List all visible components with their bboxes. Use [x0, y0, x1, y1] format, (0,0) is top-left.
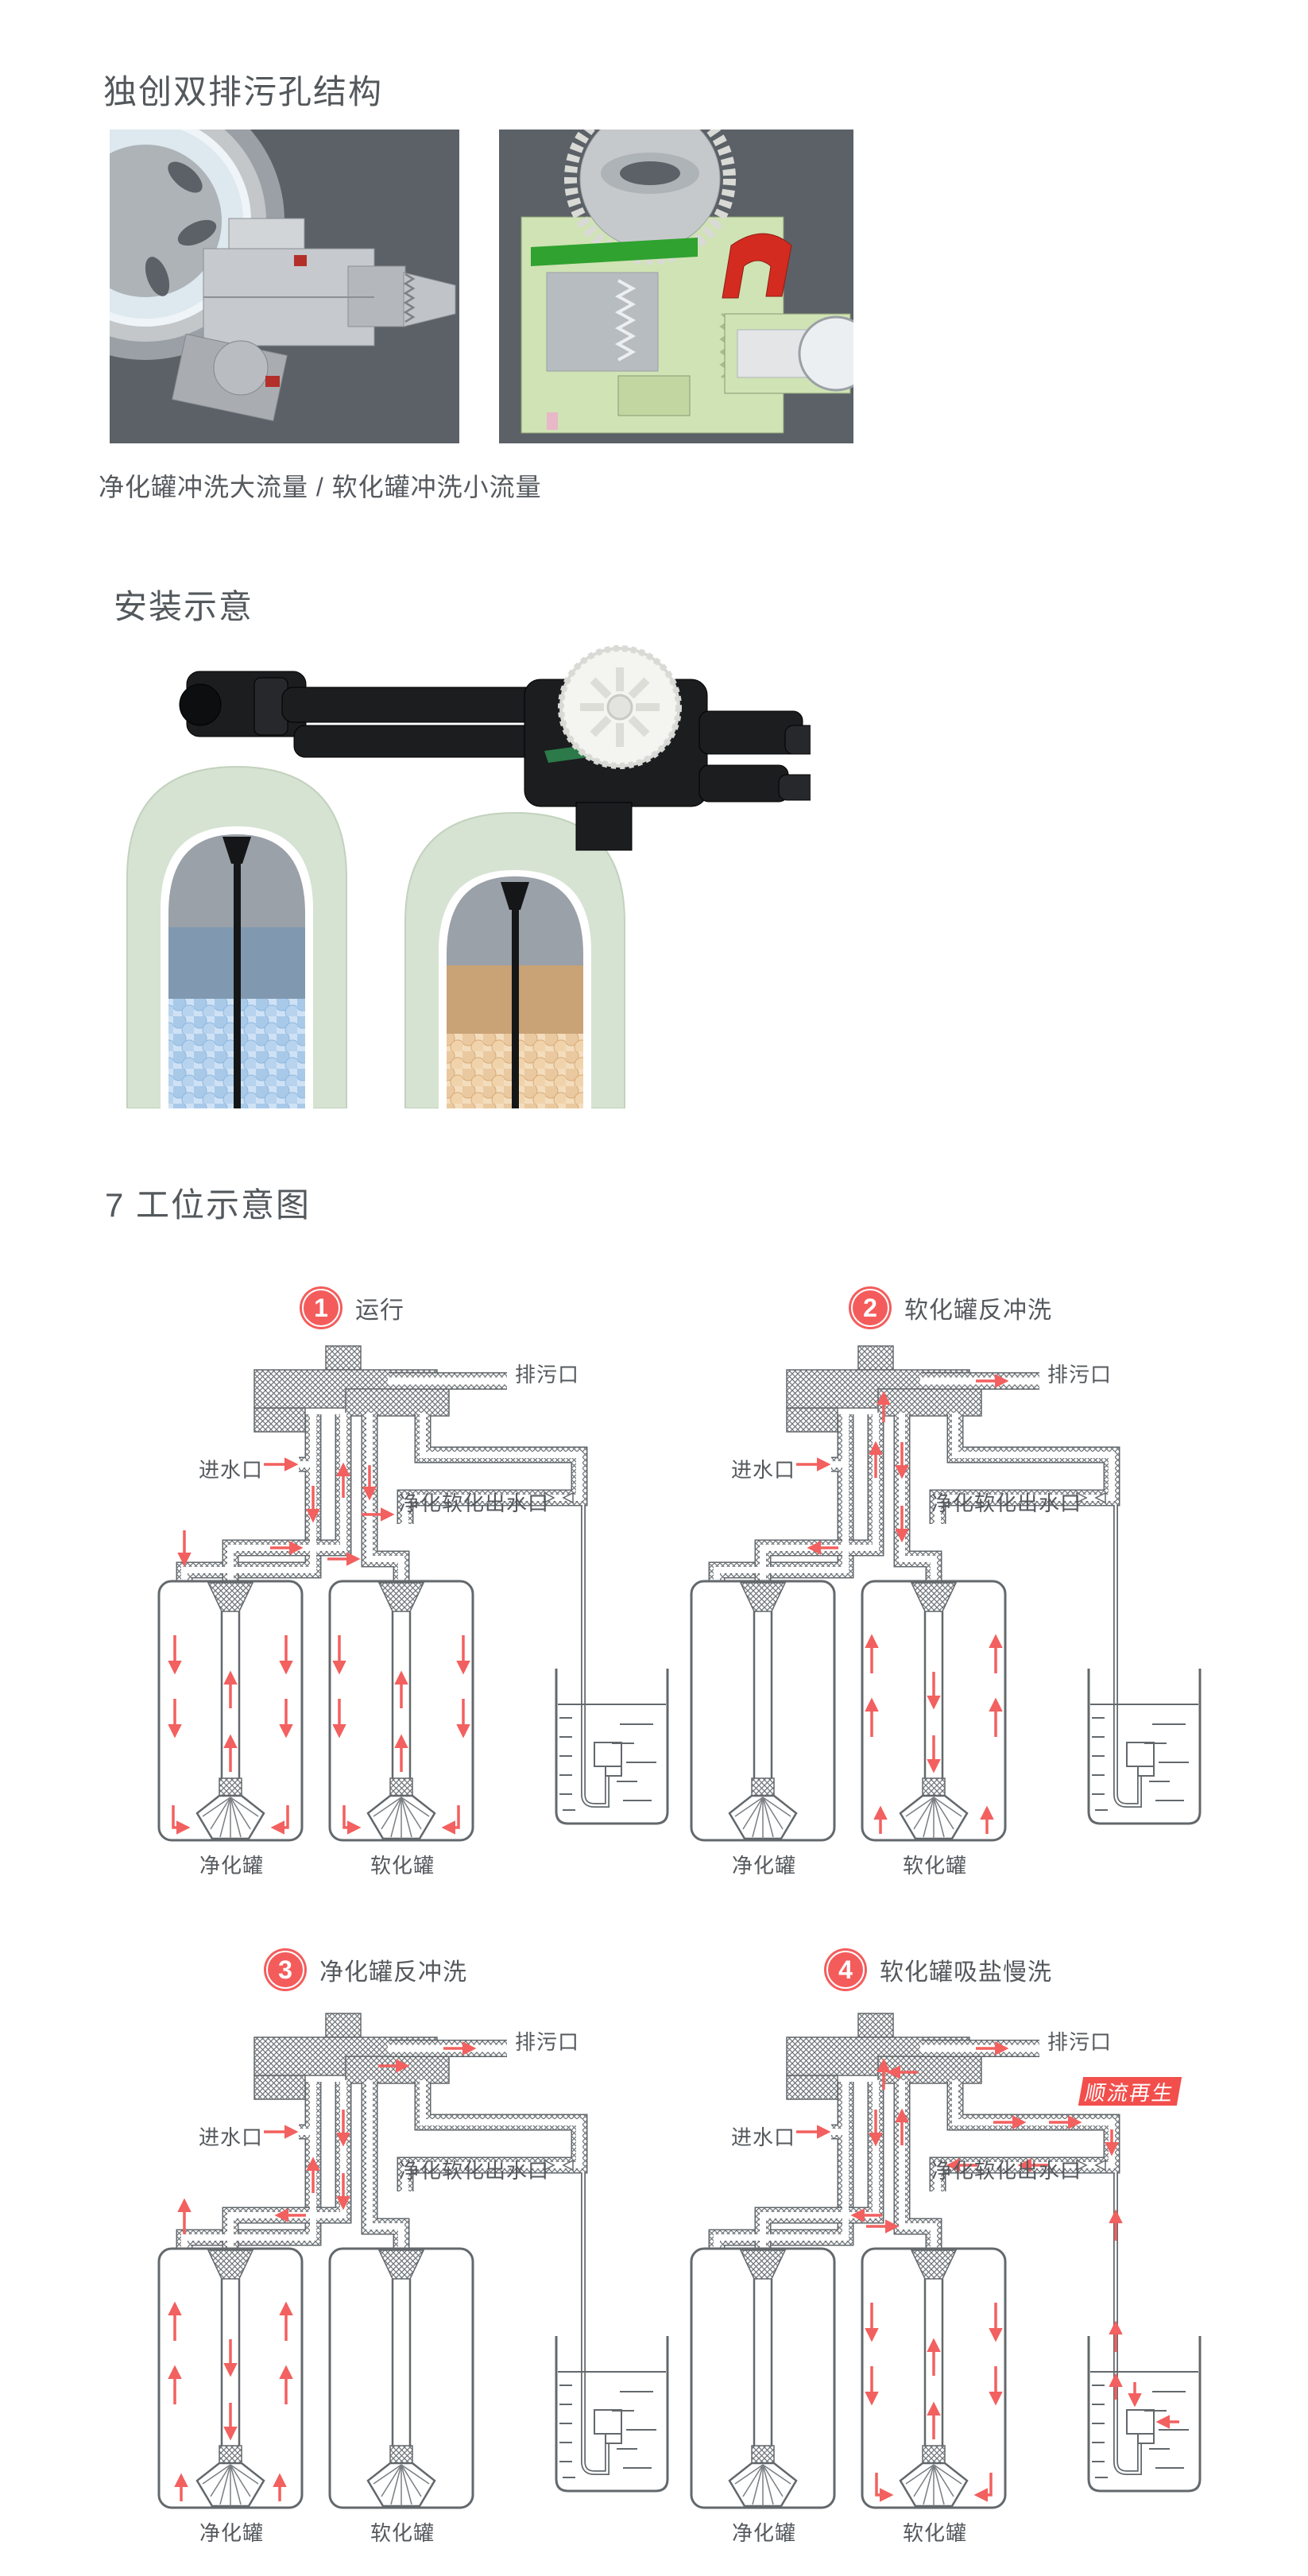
feature-caption: 净化罐冲洗大流量 / 软化罐冲洗小流量	[99, 473, 542, 501]
soften-tank-label: 软化罐	[370, 1854, 435, 1878]
outlet-port-label: 净化软化出水口	[931, 1491, 1082, 1515]
soften-tank-label: 软化罐	[903, 2521, 968, 2545]
diagram2-header: 2 软化罐反冲洗	[849, 1286, 1052, 1330]
diagram1-title: 运行	[355, 1298, 404, 1324]
diagram1-schematic: 排污口 进水口 净化软化出水口 净化罐 软化罐	[143, 1335, 715, 1891]
purify-tank-label: 净化罐	[732, 1854, 797, 1878]
inlet-port-label: 进水口	[199, 1458, 264, 1482]
inlet-port-label: 进水口	[731, 1458, 796, 1482]
diagram1-header: 1 运行	[300, 1286, 404, 1330]
purify-tank-label: 净化罐	[199, 1854, 265, 1878]
valve-cutaway-gray-render	[110, 130, 459, 443]
diagram2-number-badge: 2	[849, 1286, 892, 1329]
soften-tank-label: 软化罐	[370, 2521, 435, 2545]
diagram4-number-badge: 4	[824, 1948, 867, 1991]
inlet-port-label: 进水口	[199, 2125, 264, 2149]
valve-cutaway-green-render	[499, 130, 853, 443]
stations-section-title: 7 工位示意图	[105, 1186, 312, 1224]
diagram3-schematic: 排污口 进水口 净化软化出水口 净化罐 软化罐	[143, 2002, 715, 2559]
diagram2-title: 软化罐反冲洗	[904, 1298, 1052, 1324]
inlet-port-label: 进水口	[731, 2125, 796, 2149]
outlet-port-label: 净化软化出水口	[931, 2159, 1082, 2183]
outlet-port-label: 净化软化出水口	[399, 1491, 550, 1515]
purify-tank-label: 净化罐	[732, 2521, 797, 2545]
diagram3-title: 净化罐反冲洗	[319, 1959, 467, 1986]
twin-tank-installation-render	[111, 632, 811, 1108]
diagram2-schematic: 排污口 进水口 净化软化出水口 净化罐 软化罐	[675, 1335, 1248, 1891]
diagram3-number-badge: 3	[264, 1948, 307, 1991]
diagram4-title: 软化罐吸盐慢洗	[880, 1959, 1052, 1986]
diagram3-header: 3 净化罐反冲洗	[264, 1947, 467, 1992]
outlet-port-label: 净化软化出水口	[399, 2159, 550, 2183]
drain-port-label: 排污口	[1047, 2030, 1113, 2054]
drain-port-label: 排污口	[515, 1363, 580, 1387]
co-current-regeneration-badge: 顺流再生	[1078, 2077, 1182, 2106]
diagram1-number-badge: 1	[300, 1286, 342, 1329]
install-section-title: 安装示意	[114, 588, 254, 625]
diagram4-schematic: 排污口 顺流再生 进水口 净化软化出水口 净化罐 软化罐	[675, 2002, 1248, 2559]
drain-port-label: 排污口	[515, 2030, 580, 2054]
purify-tank-label: 净化罐	[199, 2521, 265, 2545]
feature-section-title: 独创双排污孔结构	[103, 73, 384, 110]
soften-tank-label: 软化罐	[903, 1854, 968, 1878]
diagram4-header: 4 软化罐吸盐慢洗	[824, 1947, 1052, 1992]
drain-port-label: 排污口	[1047, 1363, 1113, 1387]
